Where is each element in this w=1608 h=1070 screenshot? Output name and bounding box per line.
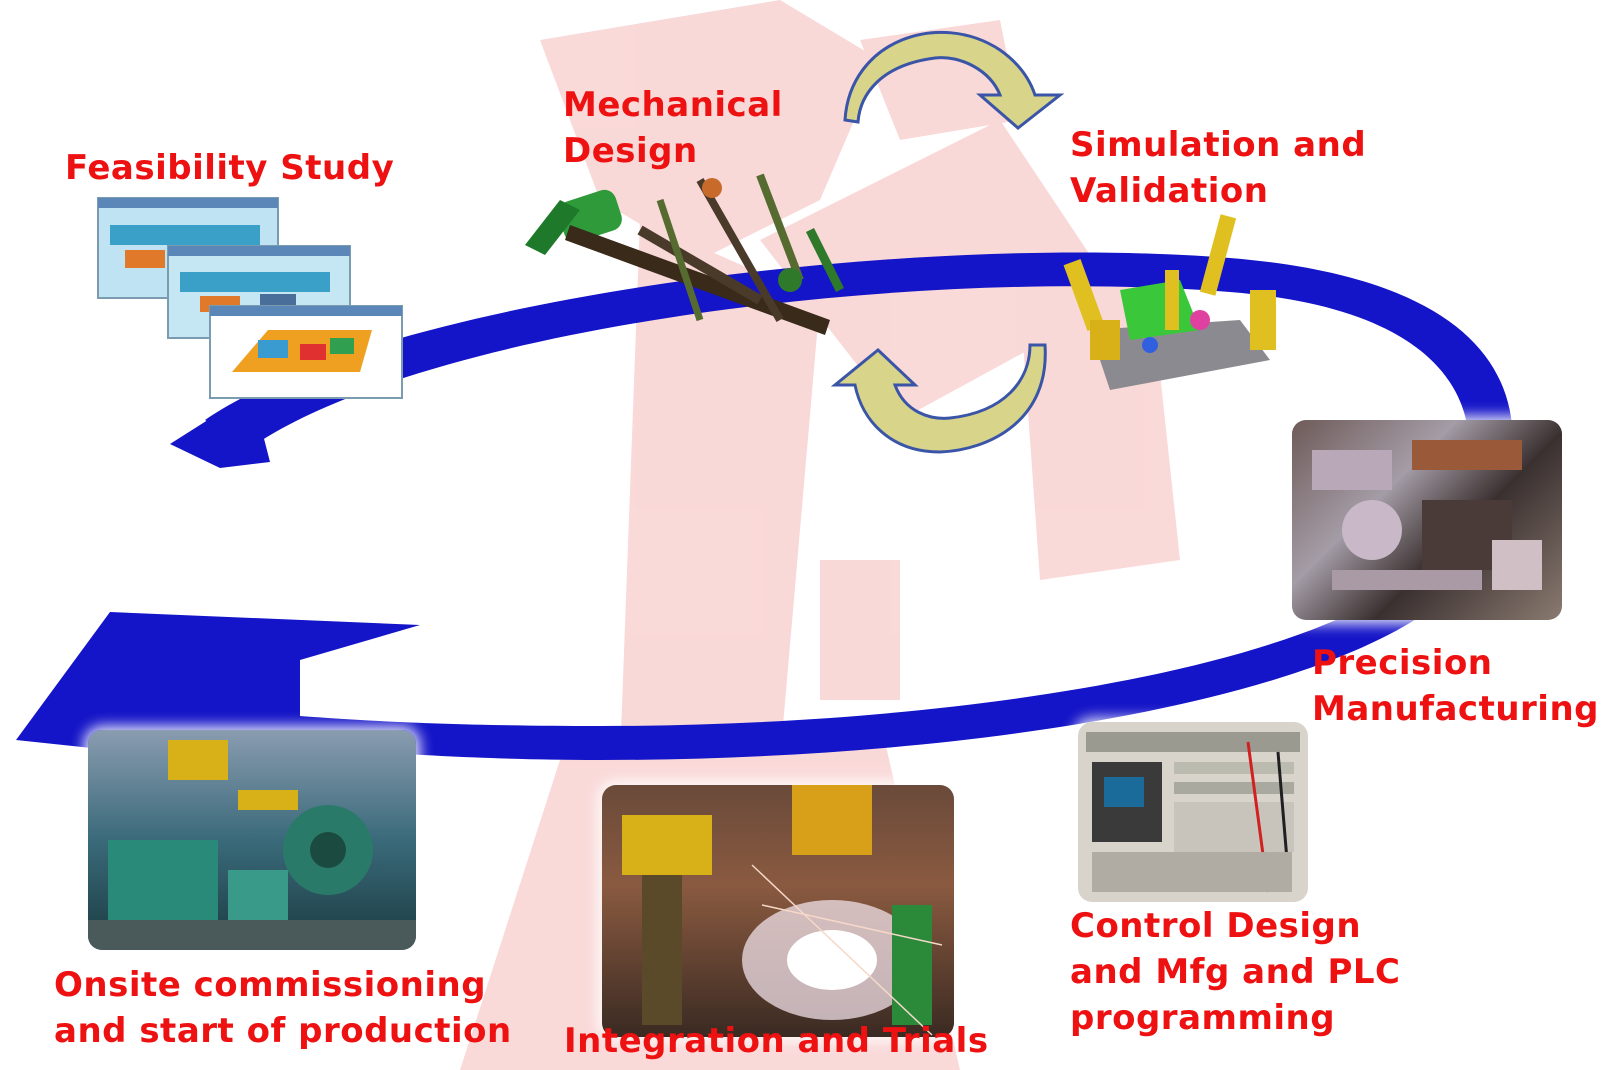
control-panel-photo <box>1078 722 1308 902</box>
step-label-line: Onsite commissioning <box>54 965 487 1005</box>
step-label-line: Precision <box>1312 643 1493 683</box>
step-label-line: Manufacturing <box>1312 689 1599 729</box>
production-line-photo <box>88 730 416 950</box>
step-label-line: Design <box>563 131 698 171</box>
step-label-commissioning: Onsite commissioning and start of product… <box>54 962 512 1054</box>
step-label-integration: Integration and Trials <box>564 1018 989 1064</box>
step-label-line: Control Design <box>1070 906 1362 946</box>
robot-watermark <box>460 0 1180 1070</box>
loop-arrow-bottom <box>830 343 1047 454</box>
step-label-line: Simulation and <box>1070 125 1367 165</box>
step-label-line: programming <box>1070 998 1336 1038</box>
step-label-line: and start of production <box>54 1011 512 1051</box>
welding-robot-photo <box>602 785 954 1037</box>
step-label-line: Feasibility Study <box>65 148 395 188</box>
step-label-line: and Mfg and PLC <box>1070 952 1401 992</box>
step-label-line: Validation <box>1070 171 1269 211</box>
machined-parts-photo <box>1292 420 1562 620</box>
step-label-control: Control Design and Mfg and PLC programming <box>1070 903 1400 1041</box>
step-label-feasibility: Feasibility Study <box>65 145 394 191</box>
cad-fixture-model-icon <box>525 173 845 335</box>
step-label-line: Integration and Trials <box>564 1021 989 1061</box>
screenshots-stack-icon <box>97 197 403 399</box>
robot-cell-simulation-icon <box>1063 214 1276 390</box>
step-label-line: Mechanical <box>563 85 783 125</box>
loop-arrow-top <box>843 30 1065 130</box>
